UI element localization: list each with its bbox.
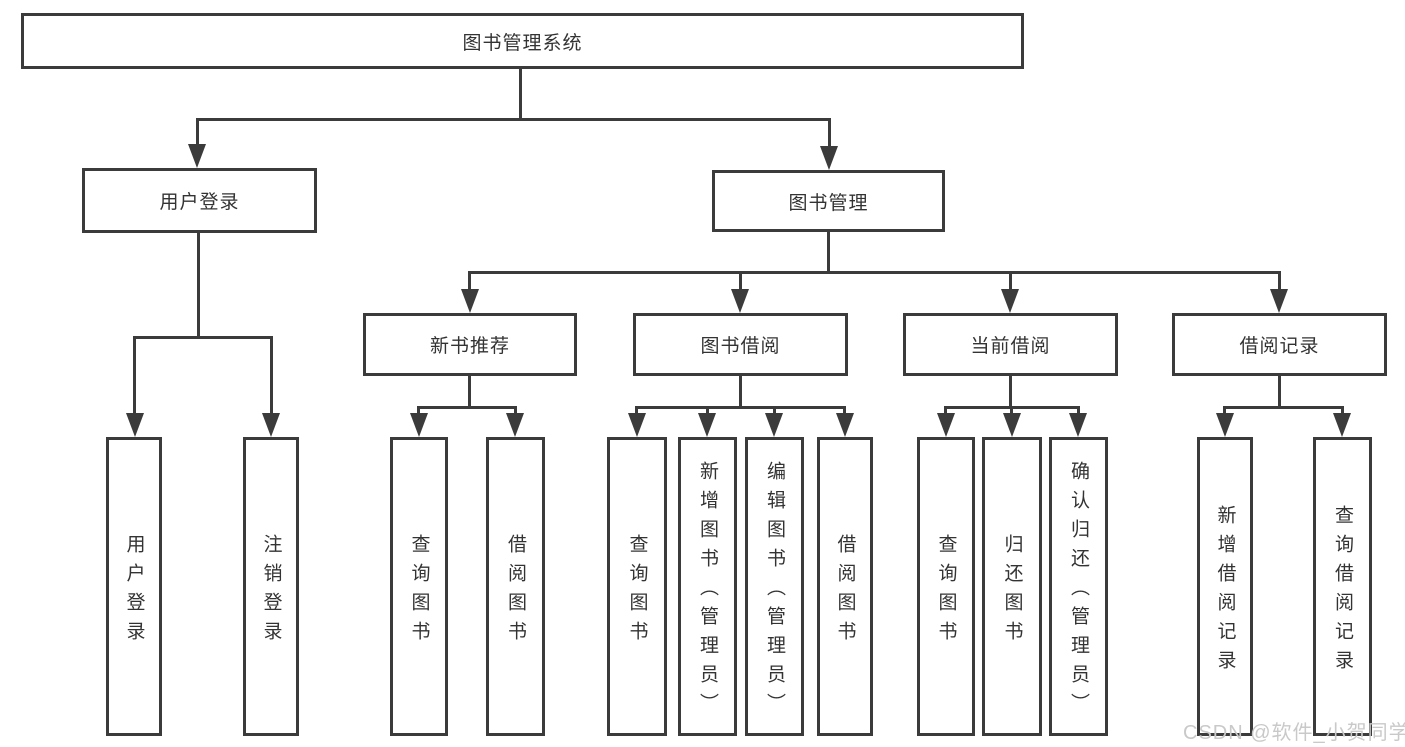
leaf-confirm-return-admin: 确认归还（管理员） <box>1049 437 1108 736</box>
connector-line <box>468 376 471 407</box>
connector-line <box>739 376 742 407</box>
arrow-down-icon <box>628 413 646 437</box>
arrow-down-icon <box>765 413 783 437</box>
connector-line <box>635 406 846 409</box>
node-user-login: 用户登录 <box>82 168 317 233</box>
leaf-label: 借阅图书 <box>505 533 526 650</box>
connector-line <box>1341 406 1344 416</box>
connector-line <box>514 406 517 416</box>
csdn-watermark: CSDN @软件_小贺同学 <box>1183 722 1405 744</box>
connector-line <box>197 233 200 337</box>
connector-line <box>417 406 517 409</box>
arrow-down-icon <box>1270 289 1288 313</box>
connector-line <box>1010 406 1013 416</box>
node-label: 图书管理系统 <box>462 32 583 54</box>
connector-line <box>270 336 273 415</box>
connector-line <box>133 336 273 339</box>
connector-line <box>739 271 742 292</box>
leaf-label: 查询图书 <box>935 533 957 650</box>
connector-line <box>944 406 947 416</box>
leaf-label: 查询图书 <box>408 533 430 650</box>
node-book-management: 图书管理 <box>712 170 945 232</box>
arrow-down-icon <box>461 289 479 313</box>
node-label: 当前借阅 <box>970 336 1051 357</box>
leaf-label: 借阅图书 <box>834 533 856 650</box>
connector-line <box>468 271 1281 274</box>
leaf-query-books-borrowing: 查询图书 <box>607 437 667 736</box>
connector-line <box>519 69 522 119</box>
arrow-down-icon <box>188 144 206 168</box>
arrow-down-icon <box>262 413 280 437</box>
leaf-borrow-books-borrowing: 借阅图书 <box>817 437 873 736</box>
arrow-down-icon <box>506 413 524 437</box>
node-borrowing-records: 借阅记录 <box>1172 313 1387 376</box>
connector-line <box>468 271 471 292</box>
arrow-down-icon <box>698 413 716 437</box>
arrow-down-icon <box>410 413 428 437</box>
connector-line <box>706 406 709 416</box>
arrow-down-icon <box>1216 413 1234 437</box>
leaf-query-books-recommend: 查询图书 <box>390 437 448 736</box>
connector-line <box>196 118 199 148</box>
leaf-label: 新增图书（管理员） <box>697 461 718 722</box>
arrow-down-icon <box>1001 289 1019 313</box>
leaf-user-login: 用户登录 <box>106 437 162 736</box>
arrow-down-icon <box>836 413 854 437</box>
node-label: 借阅记录 <box>1239 336 1320 357</box>
arrow-down-icon <box>731 289 749 313</box>
arrow-down-icon <box>820 146 838 170</box>
node-book-borrowing: 图书借阅 <box>633 313 848 376</box>
arrow-down-icon <box>1333 413 1351 437</box>
arrow-down-icon <box>126 413 144 437</box>
node-label: 图书管理 <box>788 192 869 214</box>
leaf-label: 新增借阅记录 <box>1214 504 1236 679</box>
connector-line <box>133 336 136 415</box>
leaf-label: 编辑图书（管理员） <box>764 461 785 722</box>
node-new-book-recommend: 新书推荐 <box>363 313 577 376</box>
leaf-label: 注销登录 <box>260 533 282 650</box>
leaf-label: 用户登录 <box>123 533 145 650</box>
connector-line <box>1223 406 1226 416</box>
connector-line <box>1009 376 1012 407</box>
leaf-label: 查询图书 <box>626 533 648 650</box>
connector-line <box>635 406 638 416</box>
node-current-borrowing: 当前借阅 <box>903 313 1118 376</box>
arrow-down-icon <box>1069 413 1087 437</box>
leaf-logout: 注销登录 <box>243 437 299 736</box>
connector-line <box>827 232 830 272</box>
connector-line <box>1278 375 1281 407</box>
leaf-label: 归还图书 <box>1001 533 1023 650</box>
leaf-label: 确认归还（管理员） <box>1068 461 1089 722</box>
connector-line <box>828 118 831 150</box>
node-label: 图书借阅 <box>700 336 781 357</box>
node-label: 新书推荐 <box>429 336 510 357</box>
leaf-add-book-admin: 新增图书（管理员） <box>678 437 737 736</box>
leaf-add-borrow-record: 新增借阅记录 <box>1197 437 1253 736</box>
connector-line <box>1278 271 1281 292</box>
arrow-down-icon <box>937 413 955 437</box>
connector-line <box>196 118 831 121</box>
leaf-return-book: 归还图书 <box>982 437 1042 736</box>
connector-line <box>843 406 846 416</box>
connector-line <box>1223 406 1344 409</box>
arrow-down-icon <box>1003 413 1021 437</box>
leaf-edit-book-admin: 编辑图书（管理员） <box>745 437 804 736</box>
node-library-management-system: 图书管理系统 <box>21 13 1024 69</box>
leaf-label: 查询借阅记录 <box>1332 504 1353 679</box>
connector-line <box>1077 406 1080 416</box>
leaf-query-borrow-record: 查询借阅记录 <box>1313 437 1372 736</box>
node-label: 用户登录 <box>159 192 240 213</box>
connector-line <box>773 406 776 416</box>
leaf-query-books-current: 查询图书 <box>917 437 975 736</box>
leaf-borrow-books-recommend: 借阅图书 <box>486 437 545 736</box>
connector-line <box>417 406 420 416</box>
connector-line <box>1009 271 1012 292</box>
